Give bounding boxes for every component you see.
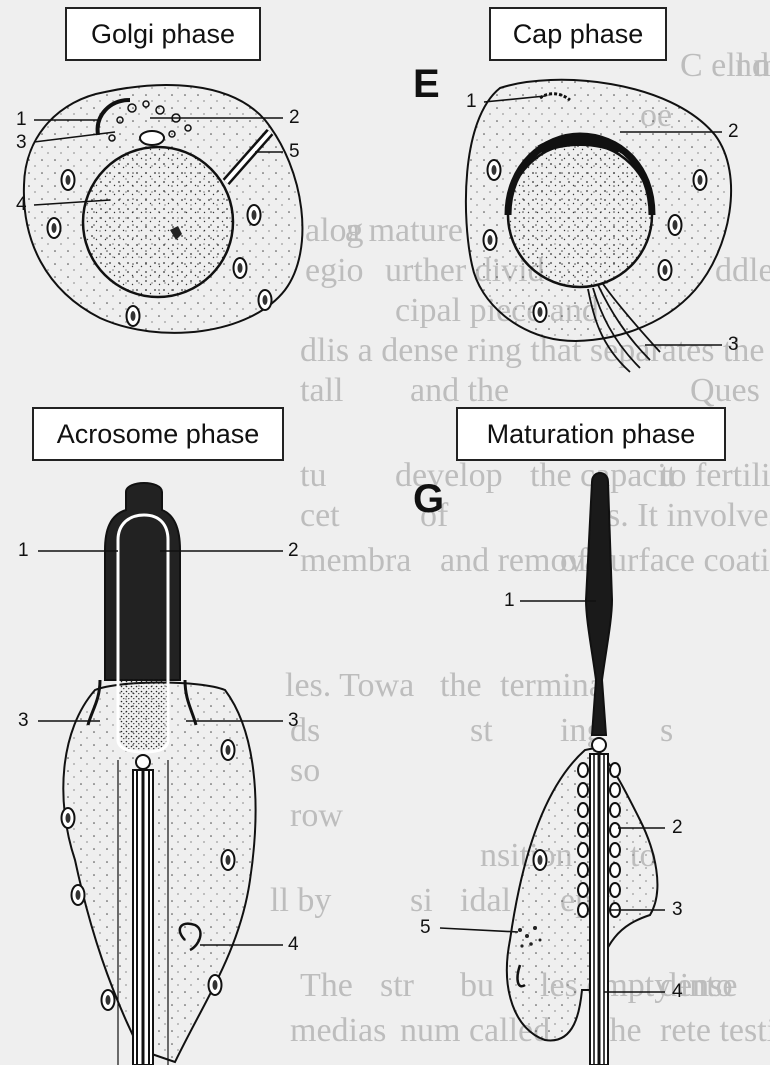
cap-mitochondrion <box>484 230 497 250</box>
cap-phase-title: Cap phase <box>489 7 667 61</box>
cap-label-2: 2 <box>728 122 739 142</box>
golgi-label-4: 4 <box>16 195 27 215</box>
golgi-mitochondrion <box>234 258 247 278</box>
golgi-mitochondrion <box>48 218 61 238</box>
golgi-phase-title: Golgi phase <box>65 7 261 61</box>
acrosome-label-3-left: 3 <box>18 711 29 731</box>
maturation-label-2: 2 <box>672 818 683 838</box>
golgi-phase-figure <box>24 85 303 333</box>
acrosome-centriole <box>136 755 150 769</box>
golgi-label-2: 2 <box>289 108 300 128</box>
maturation-label-4: 4 <box>672 982 683 1002</box>
acrosome-mitochondrion <box>62 808 75 828</box>
golgi-nucleus <box>83 147 233 297</box>
cap-mitochondrion <box>488 160 501 180</box>
panel-letter-g: G <box>413 477 444 522</box>
golgi-label-3: 3 <box>16 133 27 153</box>
maturation-mitochondrion <box>534 850 547 870</box>
cap-label-1: 1 <box>466 92 477 112</box>
maturation-flagellum <box>590 754 608 1065</box>
golgi-label-5: 5 <box>289 142 300 162</box>
acrosome-label-3-right: 3 <box>288 711 299 731</box>
golgi-label-1: 1 <box>16 110 27 130</box>
cap-nucleus <box>508 143 652 287</box>
golgi-acrosomal-granule <box>140 131 164 145</box>
panel-letter-e: E <box>413 62 440 107</box>
acrosome-mitochondrion <box>209 975 222 995</box>
golgi-mitochondrion <box>259 290 272 310</box>
maturation-label-1: 1 <box>504 591 515 611</box>
acrosome-mitochondrion <box>72 885 85 905</box>
cap-mitochondrion <box>694 170 707 190</box>
cap-label-3: 3 <box>728 335 739 355</box>
acrosome-mitochondrion <box>102 990 115 1010</box>
golgi-mitochondrion <box>127 306 140 326</box>
acrosome-label-1: 1 <box>18 541 29 561</box>
maturation-label-5: 5 <box>420 918 431 938</box>
maturation-head <box>586 473 612 735</box>
maturation-label-3: 3 <box>672 900 683 920</box>
golgi-mitochondrion <box>62 170 75 190</box>
golgi-mitochondrion <box>248 205 261 225</box>
acrosome-mitochondrion <box>222 850 235 870</box>
maturation-centriole <box>592 738 606 752</box>
cap-mitochondrion <box>534 302 547 322</box>
acrosome-phase-title: Acrosome phase <box>32 407 284 461</box>
maturation-phase-title: Maturation phase <box>456 407 726 461</box>
acrosome-label-2: 2 <box>288 541 299 561</box>
cap-mitochondrion <box>669 215 682 235</box>
acrosome-phase-figure <box>38 483 283 1065</box>
acrosome-label-4: 4 <box>288 935 299 955</box>
maturation-phase-figure <box>440 473 665 1065</box>
cap-mitochondrion <box>659 260 672 280</box>
acrosome-mitochondrion <box>222 740 235 760</box>
cap-phase-figure <box>466 80 731 372</box>
